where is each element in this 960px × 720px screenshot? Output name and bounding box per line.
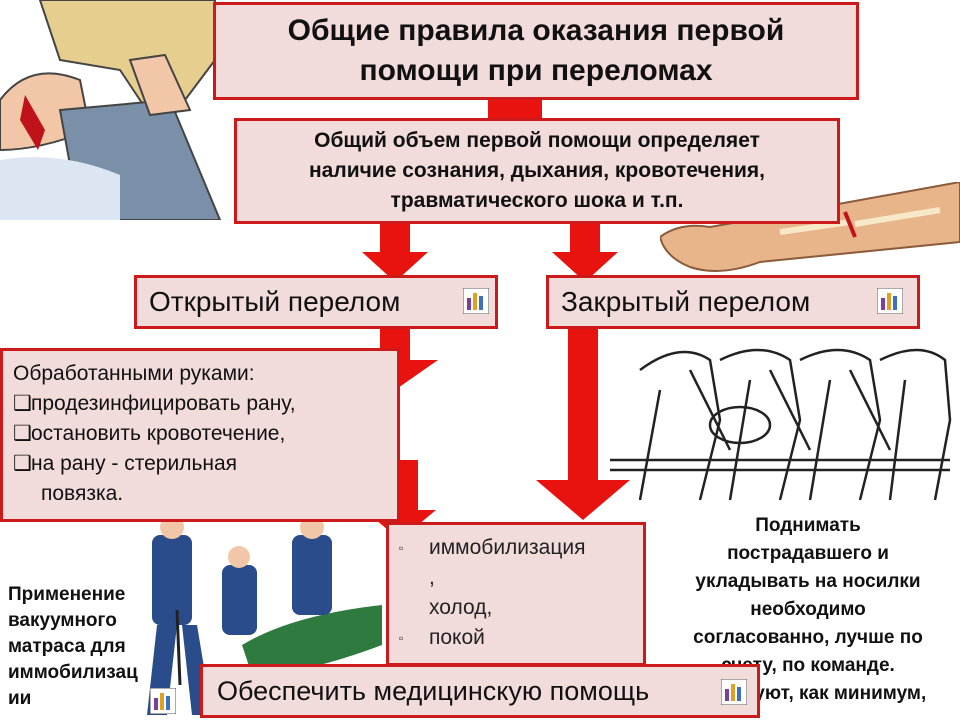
bleeding-person-illustration — [0, 0, 230, 220]
broken-arm-illustration — [660, 182, 960, 272]
bar-chart-icon[interactable] — [150, 688, 176, 714]
checkbox-bullet-icon: ❑ — [13, 392, 32, 415]
list-item: ❑остановить кровотечение, — [13, 419, 397, 449]
scope-line-1: Общий объем первой помощи определяет — [314, 129, 760, 152]
arrow-closed-to-measures — [536, 329, 630, 520]
scope-box: Общий объем первой помощи определяет нал… — [234, 118, 840, 224]
bar-chart-icon[interactable] — [721, 679, 747, 705]
vacuum-mattress-note: Применение вакуумного матраса для иммоби… — [8, 584, 138, 709]
checkbox-bullet-icon: ❑ — [13, 422, 32, 445]
square-bullet-icon: ▫ — [399, 541, 404, 555]
stretcher-carry-illustration — [610, 348, 952, 501]
bar-chart-icon[interactable] — [877, 288, 903, 314]
measures-box: ▫иммобилизация , холод, ▫покой — [386, 522, 646, 666]
square-bullet-icon: ▫ — [399, 631, 404, 645]
arrow-scope-to-closed — [552, 224, 618, 282]
list-item: повязка. — [41, 482, 124, 505]
title-line-1: Общие правила оказания первой — [287, 14, 785, 47]
list-item: ❑на рану - стерильная — [13, 449, 397, 479]
open-fracture-label: Открытый перелом — [149, 286, 401, 317]
medical-help-box[interactable]: Обеспечить медицинскую помощь — [200, 664, 760, 718]
arrow-scope-to-open — [362, 224, 428, 282]
steps-heading: Обработанными руками: — [13, 362, 255, 385]
list-item: ▫покой — [399, 623, 643, 653]
title-box: Общие правила оказания первой помощи при… — [213, 2, 859, 100]
closed-fracture-box[interactable]: Закрытый перелом — [546, 275, 920, 329]
list-item: холод, — [429, 596, 493, 619]
open-fracture-steps: Обработанными руками: ❑продезинфицироват… — [0, 348, 400, 522]
open-fracture-box[interactable]: Открытый перелом — [134, 275, 498, 329]
stretcher-note: Поднимать пострадавшего и укладывать на … — [689, 515, 927, 704]
checkbox-bullet-icon: ❑ — [13, 452, 32, 475]
bar-chart-icon[interactable] — [463, 288, 489, 314]
medical-help-label: Обеспечить медицинскую помощь — [217, 675, 650, 706]
list-item: , — [429, 566, 435, 589]
list-item: ▫иммобилизация — [399, 533, 643, 563]
list-item: ❑продезинфицировать рану, — [13, 389, 397, 419]
scope-line-2: наличие сознания, дыхания, кровотечения, — [308, 159, 765, 182]
closed-fracture-label: Закрытый перелом — [561, 286, 811, 317]
title-line-2: помощи при переломах — [359, 54, 713, 87]
scope-line-3: травматического шока и т.п. — [390, 189, 684, 212]
